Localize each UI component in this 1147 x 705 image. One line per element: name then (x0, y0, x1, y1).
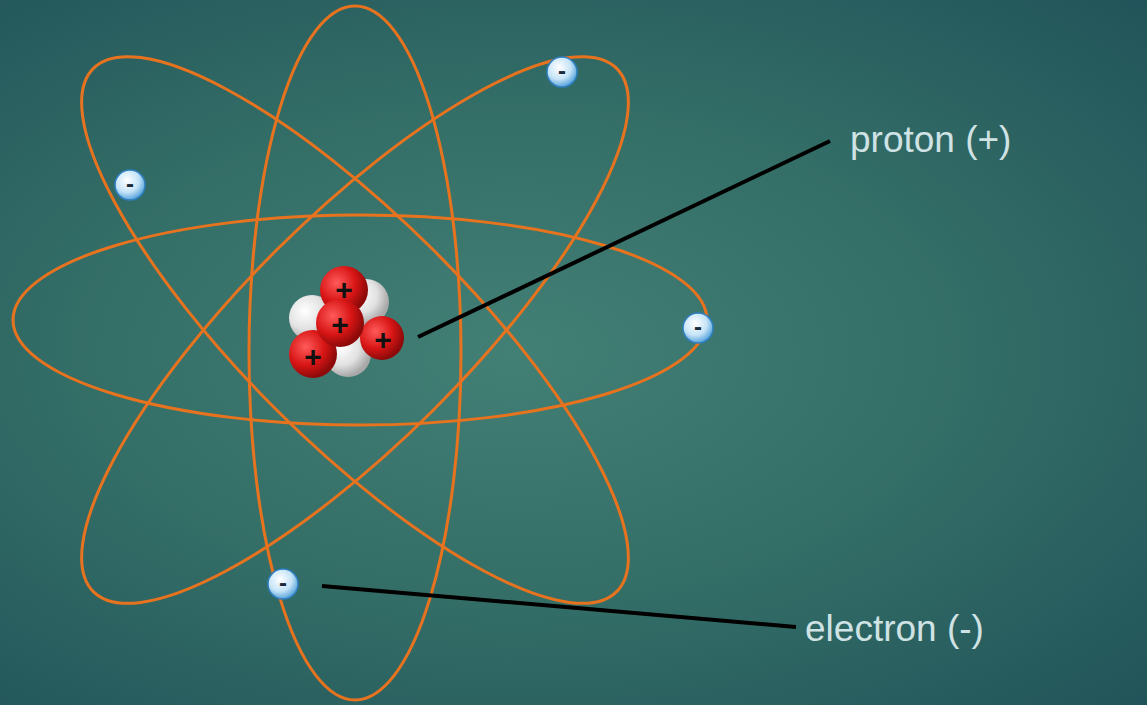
proton-charge: + (331, 310, 349, 340)
electron-charge: - (279, 571, 287, 595)
electron-particles (115, 57, 713, 599)
proton-label: proton (+) (850, 121, 1011, 158)
proton-charge: + (374, 325, 392, 355)
electron-charge: - (694, 315, 702, 339)
nucleus (289, 266, 404, 378)
leader-lines (322, 141, 830, 627)
electron-label: electron (-) (805, 610, 984, 647)
orbit-lines (13, 0, 707, 700)
proton-charge: + (335, 275, 353, 305)
proton-charge: + (304, 342, 322, 372)
electron-charge: - (558, 59, 566, 83)
electron-charge: - (126, 172, 134, 196)
